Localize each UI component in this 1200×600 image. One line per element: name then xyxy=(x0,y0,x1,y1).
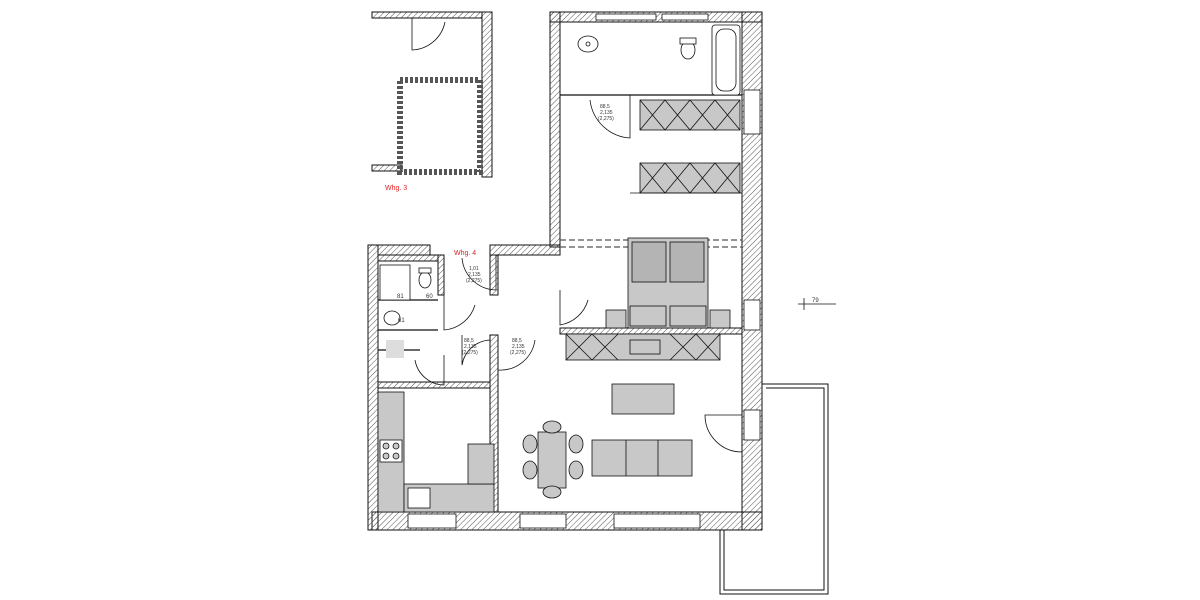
dimension-61: 61 xyxy=(398,318,405,324)
door-tag-hall-left: 88,5 2,135 (2,275) xyxy=(462,338,478,356)
windows xyxy=(407,13,761,529)
balcony xyxy=(719,383,829,595)
bathroom-fixtures xyxy=(379,24,741,358)
door-tag-living: 88,5 2,135 (2,275) xyxy=(510,338,526,356)
double-bed xyxy=(605,237,731,329)
apartment-label-3: Whg. 3 xyxy=(385,185,407,192)
door-tag-hall-small: 1,01 2,135 (2,275) xyxy=(466,266,482,284)
stairwell-void xyxy=(397,77,483,175)
wardrobes xyxy=(565,99,742,361)
svg-text:2,135: 2,135 xyxy=(464,344,477,350)
svg-text:2,135: 2,135 xyxy=(600,110,613,116)
svg-text:1,01: 1,01 xyxy=(469,266,479,272)
elevation-label: 79 xyxy=(812,298,819,304)
svg-text:(2,275): (2,275) xyxy=(462,350,478,356)
svg-text:2,135: 2,135 xyxy=(468,272,481,278)
svg-text:2,135: 2,135 xyxy=(512,344,525,350)
door-swings xyxy=(411,18,743,453)
svg-text:(2,275): (2,275) xyxy=(598,116,614,122)
door-tag-bath: 88,5 2,135 (2,275) xyxy=(598,104,614,122)
outer-walls xyxy=(367,11,763,531)
svg-text:88,5: 88,5 xyxy=(464,338,474,344)
svg-text:(2,275): (2,275) xyxy=(510,350,526,356)
svg-text:88,5: 88,5 xyxy=(600,104,610,110)
svg-text:88,5: 88,5 xyxy=(512,338,522,344)
svg-text:(2,275): (2,275) xyxy=(466,278,482,284)
dimension-60: 60 xyxy=(426,294,433,300)
dimension-81: 81 xyxy=(397,294,404,300)
kitchen xyxy=(377,391,495,513)
living-furniture xyxy=(522,383,693,499)
elevation-marker xyxy=(798,298,836,310)
apartment-label-4: Whg. 4 xyxy=(454,250,476,257)
